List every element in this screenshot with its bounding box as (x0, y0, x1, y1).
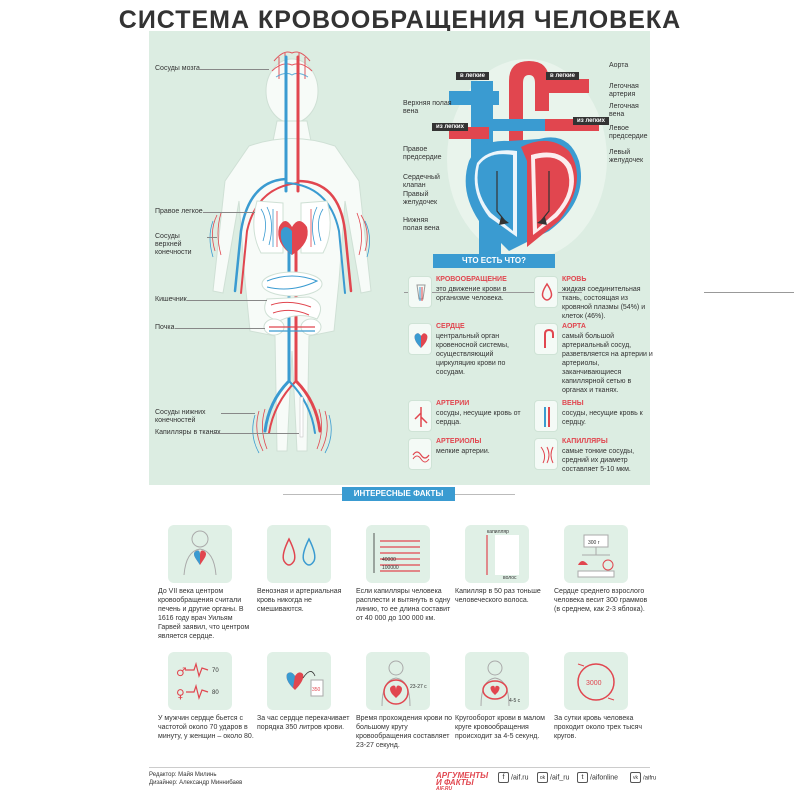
heart-icon (408, 323, 432, 355)
label-brain-vessels: Сосуды мозга (155, 65, 200, 72)
small-circle-time: 4-5 с (509, 698, 521, 704)
leader-line (199, 69, 269, 70)
small-circle-icon: 4-5 с (465, 652, 529, 710)
artery-icon (408, 400, 432, 432)
facebook-icon: f (498, 772, 509, 783)
heart-weight-value: 300 г (588, 540, 600, 546)
label-lower-limbs: Сосуды нижних конечностей (155, 409, 206, 424)
cycles-icon: 3000 (564, 652, 628, 710)
pump-icon: 350 (267, 652, 331, 710)
male-bpm: 70 (212, 668, 219, 674)
tag-from-lungs-left: из легких (432, 123, 468, 131)
vein-icon (534, 400, 558, 432)
tag-to-lungs-right: в легкие (546, 72, 579, 80)
drop-icon (534, 276, 558, 308)
body-diagram (209, 51, 372, 454)
label-capillaries: Капилляры в тканях (155, 429, 221, 436)
label-right-atrium: Правое предсердие (403, 146, 442, 161)
label-pulmonary-vein: Легочная вена (609, 103, 639, 118)
leader-line (187, 300, 267, 301)
credits: Редактор: Майя Милинь Дизайнер: Александ… (149, 771, 242, 787)
label-pulmonary-artery: Легочная артерия (609, 83, 639, 98)
leader-line (213, 433, 299, 434)
leader-line (207, 237, 217, 238)
social-facebook[interactable]: f/aif.ru (498, 772, 529, 784)
social-vk[interactable]: vk/aifru (630, 772, 656, 784)
capillary-caption: капилляр (487, 529, 509, 535)
capillary-length-icon: 40000 100000 (366, 525, 430, 583)
divider-line (455, 494, 515, 495)
what-is-what-heading: ЧТО ЕСТЬ ЧТО? (433, 254, 555, 268)
two-drops-icon (267, 525, 331, 583)
svg-text:♂: ♂ (176, 665, 187, 679)
social-odnoklassniki[interactable]: ok/aif_ru (537, 772, 569, 784)
social-twitter[interactable]: t/aifonline (577, 772, 618, 784)
hair-caption: волос (503, 575, 517, 581)
circulation-panel: Сосуды мозга Правое легкое Сосуды верхне… (149, 31, 794, 485)
tag-to-lungs-left: в легкие (456, 72, 489, 80)
designer-credit: Дизайнер: Александр Миннибаев (149, 780, 243, 786)
pulse-icon: ♂ ♀ 70 80 (168, 652, 232, 710)
heart-detail-diagram (449, 61, 599, 261)
tag-from-lungs-right: из легких (573, 117, 609, 125)
torso-icon (168, 525, 232, 583)
label-right-ventricle: Правый желудочек (403, 191, 438, 206)
big-circle-time: 23-27 с (410, 684, 427, 690)
leader-line (203, 212, 255, 213)
label-left-ventricle: Левый желудочек (609, 149, 644, 164)
liters-per-hour: 350 (312, 687, 321, 693)
capillary-icon (534, 438, 558, 470)
label-inferior-vena-cava: Нижняя полая вена (403, 217, 440, 232)
scale-icon: 300 г (564, 525, 628, 583)
body-icon (408, 276, 432, 308)
daily-cycles: 3000 (586, 680, 602, 687)
twitter-icon: t (577, 772, 588, 783)
label-intestine: Кишечник (155, 296, 187, 303)
label-upper-limbs: Сосуды верхней конечности (155, 233, 192, 256)
odnoklassniki-icon: ok (537, 772, 548, 783)
divider-line (704, 292, 794, 293)
aorta-icon (534, 323, 558, 355)
label-heart-valve: Сердечный клапан (403, 174, 440, 189)
label-left-atrium: Левое предсердие (609, 125, 648, 140)
leader-line (221, 413, 255, 414)
divider-line (283, 494, 342, 495)
brand-logo[interactable]: АРГУМЕНТЫ И ФАКТЫ AIF.RU (436, 771, 489, 793)
facts-heading: ИНТЕРЕСНЫЕ ФАКТЫ (342, 487, 455, 501)
female-bpm: 80 (212, 690, 219, 696)
arteriole-icon (408, 438, 432, 470)
capillary-length-max: 100000 (382, 565, 399, 571)
page-title: СИСТЕМА КРОВООБРАЩЕНИЯ ЧЕЛОВЕКА (118, 6, 682, 34)
vk-icon: vk (630, 772, 641, 783)
editor-credit: Редактор: Майя Милинь (149, 772, 217, 778)
label-superior-vena-cava: Верхняя полая вена (403, 100, 452, 115)
divider-line (404, 292, 582, 293)
label-kidney: Почка (155, 324, 175, 331)
label-right-lung: Правое легкое (155, 208, 203, 215)
svg-text:♀: ♀ (176, 687, 185, 701)
big-circle-icon: 23-27 с (366, 652, 430, 710)
label-aorta: Аорта (609, 62, 629, 69)
capillary-length-min: 40000 (382, 557, 396, 563)
footer-divider (149, 767, 650, 768)
leader-line (175, 328, 265, 329)
hair-icon: капилляр волос (465, 525, 529, 583)
